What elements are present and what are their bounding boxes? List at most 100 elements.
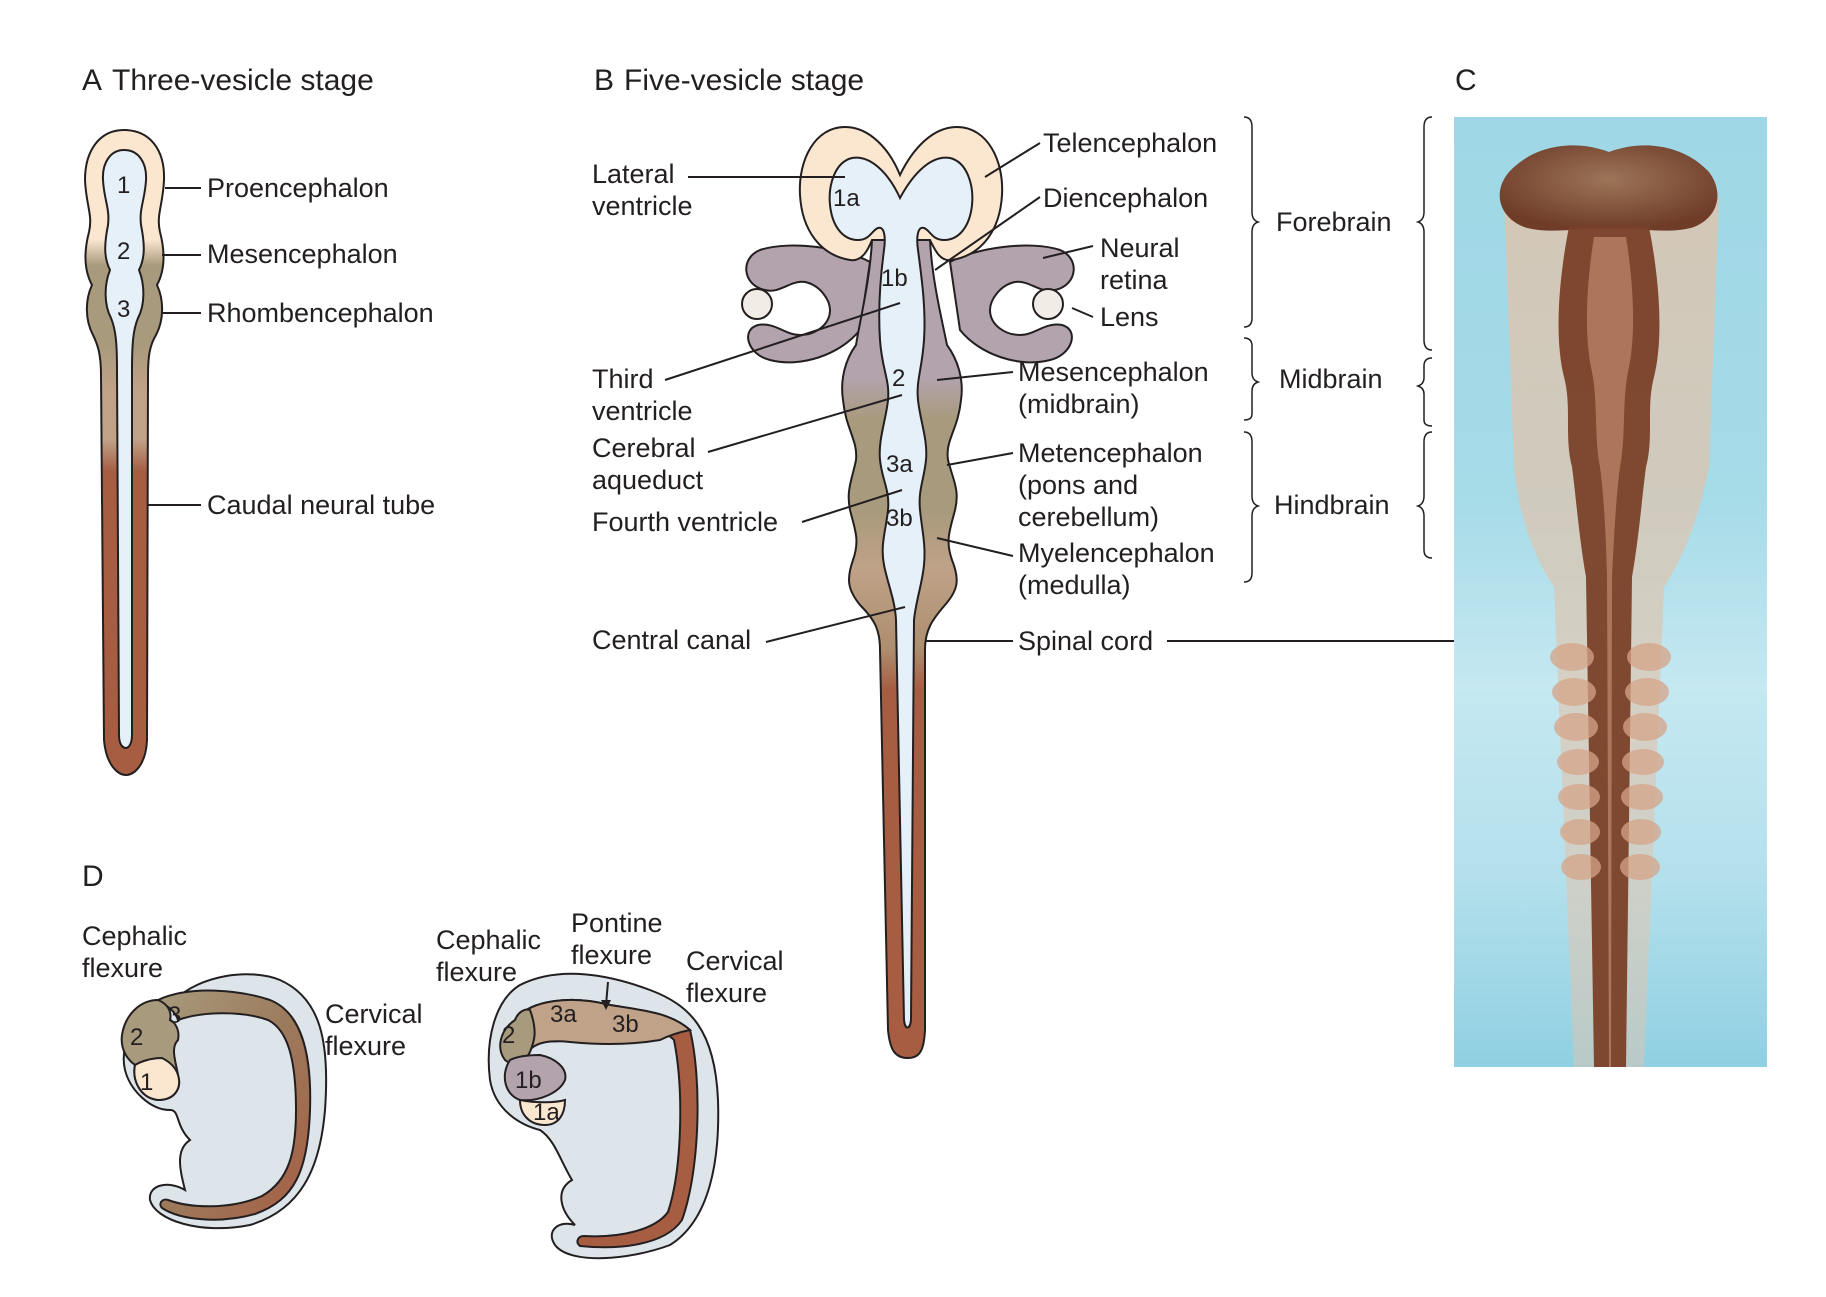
b-num-1a: 1a — [833, 185, 860, 212]
b-num-1b: 1b — [881, 265, 908, 292]
leader-lens — [1071, 307, 1094, 318]
region-brackets-left — [1243, 116, 1261, 583]
label-d2-cervical-line2: flexure — [686, 978, 768, 1008]
label-fourth-ventricle: Fourth ventricle — [592, 507, 779, 537]
a-num-1: 1 — [117, 172, 130, 199]
bracket-midbrain-left — [1243, 337, 1261, 421]
embryo-2-midbrain — [499, 1008, 536, 1065]
label-lateral-ventricle: Lateral ventricle — [592, 158, 693, 222]
label-cerebral-aqueduct-line1: Cerebral — [592, 433, 696, 463]
label-third-ventricle-line2: ventricle — [592, 396, 693, 426]
label-lateral-ventricle-line2: ventricle — [592, 191, 693, 221]
a-num-3: 3 — [117, 296, 130, 323]
label-third-ventricle: Third ventricle — [592, 363, 693, 427]
leader-central-canal — [765, 606, 906, 643]
panel-a-title-text: Three-vesicle stage — [112, 64, 374, 97]
label-d2-cervical-flexure: Cervical flexure — [686, 945, 784, 1009]
panel-b-ventricle — [828, 156, 974, 1029]
label-d1-cephalic-line2: flexure — [82, 953, 164, 983]
label-metencephalon-line1: Metencephalon — [1018, 438, 1203, 468]
region-forebrain: Forebrain — [1276, 207, 1392, 237]
label-caudal-neural-tube: Caudal neural tube — [207, 490, 436, 520]
embryo-photo — [1454, 117, 1767, 1067]
d2-num-3a: 3a — [550, 1001, 577, 1028]
leader-mesencephalon-b — [936, 371, 1014, 381]
bracket-hindbrain-left — [1243, 431, 1261, 583]
panel-a-tube — [83, 128, 166, 777]
panel-b-title-text: Five-vesicle stage — [624, 64, 865, 97]
embryo-2-diencephalon — [503, 1053, 567, 1102]
panel-a-title: A Three-vesicle stage — [82, 64, 374, 98]
leader-third-ventricle — [664, 302, 901, 381]
label-cerebral-aqueduct: Cerebral aqueduct — [592, 432, 703, 496]
right-lens — [1032, 288, 1064, 320]
panel-c-title: C — [1455, 64, 1477, 97]
label-d2-pontine-flexure: Pontine flexure — [571, 907, 663, 971]
leader-myelencephalon — [936, 537, 1014, 557]
left-optic-cup — [745, 244, 872, 364]
panel-b-brain — [741, 125, 1075, 1060]
bracket-forebrain-right — [1415, 116, 1433, 351]
a-num-2: 2 — [117, 238, 130, 265]
label-d2-cephalic-line1: Cephalic — [436, 925, 542, 955]
b-num-2: 2 — [892, 365, 905, 392]
label-neural-retina: Neural retina — [1100, 232, 1180, 296]
bracket-forebrain-left — [1243, 116, 1261, 328]
embryo-2-telencephalon — [518, 1098, 567, 1127]
photo-somites — [1550, 643, 1671, 880]
panel-a-letter: A — [82, 64, 103, 97]
leader-telencephalon — [984, 142, 1041, 178]
label-third-ventricle-line1: Third — [592, 364, 654, 394]
leader-neural-retina — [1042, 245, 1094, 259]
label-metencephalon-line3: cerebellum) — [1018, 502, 1160, 532]
photo-head — [1499, 145, 1718, 231]
panel-d-embryo-2 — [487, 972, 720, 1260]
label-d1-cervical-line2: flexure — [325, 1031, 407, 1061]
region-midbrain: Midbrain — [1279, 364, 1383, 394]
label-mesencephalon-b-line1: Mesencephalon — [1018, 357, 1209, 387]
d2-num-3b: 3b — [612, 1011, 639, 1038]
label-diencephalon: Diencephalon — [1043, 183, 1209, 213]
photo-brain-lumen — [1586, 237, 1634, 1067]
label-rhombencephalon: Rhombencephalon — [207, 298, 434, 328]
panel-d-title: D — [82, 860, 104, 893]
label-mesencephalon-b-line2: (midbrain) — [1018, 389, 1140, 419]
b-num-3a: 3a — [886, 451, 913, 478]
panel-a-ventricle — [101, 148, 148, 750]
label-d2-cervical-line1: Cervical — [686, 946, 784, 976]
embryo-photo-drawing — [1499, 145, 1719, 1067]
label-metencephalon: Metencephalon (pons and cerebellum) — [1018, 437, 1203, 533]
pontine-arrow-head — [601, 1000, 611, 1010]
embryo-1-neural-tube — [156, 989, 312, 1221]
label-myelencephalon: Myelencephalon (medulla) — [1018, 537, 1215, 601]
leader-metencephalon — [946, 452, 1014, 466]
label-telencephalon: Telencephalon — [1043, 128, 1218, 158]
label-d2-pontine-line1: Pontine — [571, 908, 663, 938]
label-d2-pontine-line2: flexure — [571, 940, 653, 970]
label-mesencephalon-a: Mesencephalon — [207, 239, 398, 269]
panel-d-embryo-1 — [120, 973, 328, 1230]
d1-num-2: 2 — [130, 1024, 143, 1051]
label-central-canal: Central canal — [592, 625, 752, 655]
label-d1-cervical-line1: Cervical — [325, 999, 423, 1029]
label-metencephalon-line2: (pons and — [1018, 470, 1139, 500]
label-myelencephalon-line2: (medulla) — [1018, 570, 1131, 600]
label-mesencephalon-b: Mesencephalon (midbrain) — [1018, 356, 1209, 420]
bracket-midbrain-right — [1415, 357, 1433, 427]
label-proencephalon: Proencephalon — [207, 173, 389, 203]
d1-num-1: 1 — [140, 1069, 153, 1096]
label-d2-cephalic-line2: flexure — [436, 957, 518, 987]
label-d1-cephalic-line1: Cephalic — [82, 921, 188, 951]
label-cerebral-aqueduct-line2: aqueduct — [592, 465, 704, 495]
embryo-1-prosencephalon — [133, 1056, 180, 1102]
label-lens: Lens — [1100, 302, 1159, 332]
label-d1-cephalic-flexure: Cephalic flexure — [82, 920, 187, 984]
label-myelencephalon-line1: Myelencephalon — [1018, 538, 1215, 568]
d2-num-1a: 1a — [533, 1099, 560, 1126]
label-d1-cervical-flexure: Cervical flexure — [325, 998, 423, 1062]
left-lens — [741, 288, 773, 320]
label-neural-retina-line1: Neural — [1100, 233, 1180, 263]
label-neural-retina-line2: retina — [1100, 265, 1168, 295]
